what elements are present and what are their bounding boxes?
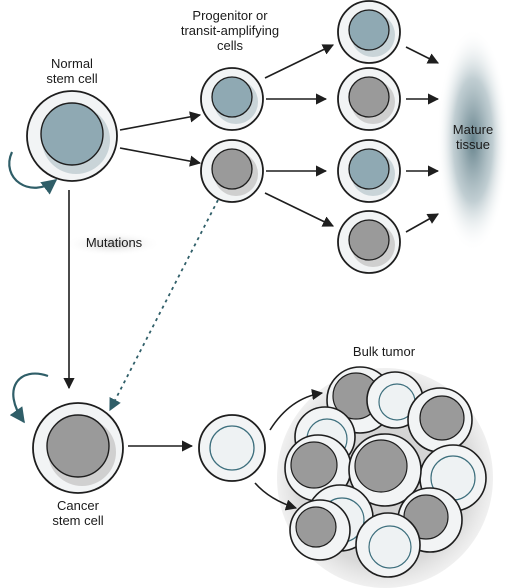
cell-progenitor-2: [200, 139, 264, 203]
tumor-cell: [355, 512, 421, 578]
tumor-cell: [348, 433, 422, 507]
mutations-halo: [65, 232, 161, 256]
cell-progenitor-1: [200, 67, 264, 131]
label-progenitor-cells: Progenitor or transit-amplifying cells: [180, 8, 280, 53]
arrow-stem-to-progenitor-top: [119, 111, 202, 131]
tumor-cell: [284, 434, 352, 502]
arrows: [63, 44, 440, 511]
label-bulk-tumor: Bulk tumor: [352, 344, 416, 359]
arrow-mature4-to-tissue: [405, 213, 439, 233]
cell-mature-2: [337, 67, 401, 131]
arrow-prog1-to-mature1: [264, 44, 335, 79]
arrow-cell-to-tumor-bottom: [254, 482, 298, 511]
self-renewal-arrow-normal: [8, 151, 58, 195]
tumor-cell: [289, 499, 351, 561]
tumor-cell: [407, 387, 473, 453]
label-mutations: Mutations: [85, 235, 143, 250]
label-cancer-stem-cell: Cancer stem cell: [52, 498, 104, 528]
cell-normal-stem-cell: [26, 90, 118, 182]
arrow-cell-to-tumor-top: [269, 389, 324, 431]
bulk-tumor-cells: [284, 366, 487, 578]
label-mature-tissue: Mature tissue: [452, 122, 494, 152]
cell-cancer-stem-cell: [32, 402, 124, 494]
arrow-stem-to-progenitor-bottom: [119, 147, 202, 167]
cell-mature-1: [337, 0, 401, 64]
cell-tumor-progenitor: [198, 414, 266, 482]
dotted-arrow-progenitor-to-cancer-stem-cell: [109, 199, 219, 412]
cell-mature-4: [337, 210, 401, 274]
arrow-prog2-to-mature4: [264, 192, 335, 227]
mature-tissue-gradient: [437, 28, 509, 252]
cell-mature-3: [337, 139, 401, 203]
self-renewal-arrow-cancer: [9, 372, 49, 424]
arrow-mature1-to-tissue: [405, 46, 440, 64]
label-normal-stem-cell: Normal stem cell: [46, 56, 98, 86]
